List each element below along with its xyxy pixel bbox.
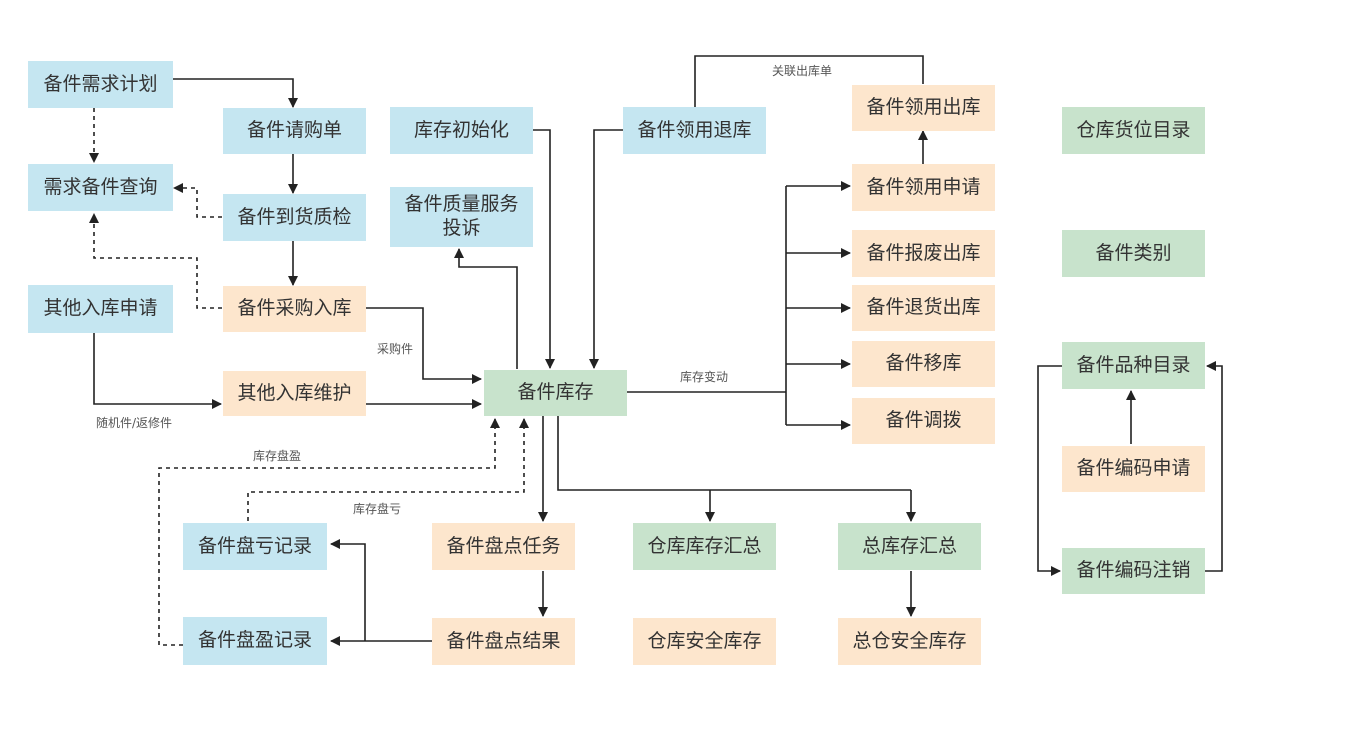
edge-cancel-to-variety (1205, 361, 1223, 572)
node-wh-safety[interactable]: 仓库安全库存 (633, 618, 776, 665)
edge-variety-to-cancel (1037, 365, 1062, 576)
edge-plan-to-purchase-order (173, 78, 298, 108)
node-quality-complaint[interactable]: 备件质量服务投诉 (390, 187, 533, 247)
node-variety-dir[interactable]: 备件品种目录 (1062, 342, 1205, 389)
label-random-repair: 随机件/返修件 (96, 416, 173, 430)
edge-purchase-in-to-query (89, 213, 222, 309)
edge-other-apply-to-maint (93, 333, 222, 409)
node-category[interactable]: 备件类别 (1062, 230, 1205, 277)
node-return-use[interactable]: 备件领用退库 (623, 107, 766, 154)
node-issue-apply[interactable]: 备件领用申请 (852, 164, 995, 211)
node-stock-init[interactable]: 库存初始化 (390, 107, 533, 154)
node-return-goods-out[interactable]: 备件退货出库 (852, 285, 995, 331)
edge-gain-to-stock (158, 418, 500, 646)
edge-inspect-to-query (173, 183, 222, 218)
edge-stock-to-complaint (454, 248, 518, 369)
node-arrival-inspect[interactable]: 备件到货质检 (223, 194, 366, 241)
node-total-safety[interactable]: 总仓安全库存 (838, 618, 981, 665)
node-other-in-maint[interactable]: 其他入库维护 (223, 371, 366, 416)
label-link-out: 关联出库单 (772, 64, 833, 78)
node-code-apply[interactable]: 备件编码申请 (1062, 446, 1205, 492)
node-req-plan[interactable]: 备件需求计划 (28, 61, 173, 108)
node-stock[interactable]: 备件库存 (484, 370, 627, 416)
edge-return-use-link-out (694, 55, 924, 107)
label-stock-loss: 库存盘亏 (353, 502, 402, 516)
node-loss-record[interactable]: 备件盘亏记录 (183, 523, 327, 570)
node-gain-record[interactable]: 备件盘盈记录 (183, 617, 327, 665)
node-req-query[interactable]: 需求备件查询 (28, 164, 173, 211)
label-stock-gain: 库存盘盈 (253, 449, 302, 463)
label-purchase-item: 采购件 (377, 342, 414, 356)
node-wh-stock-sum[interactable]: 仓库库存汇总 (633, 523, 776, 570)
node-issue-out[interactable]: 备件领用出库 (852, 85, 995, 131)
node-purchase-order[interactable]: 备件请购单 (223, 108, 366, 154)
node-other-in-apply[interactable]: 其他入库申请 (28, 285, 173, 333)
node-scrap-out[interactable]: 备件报废出库 (852, 230, 995, 277)
edge-init-to-stock (533, 129, 555, 369)
node-move[interactable]: 备件移库 (852, 341, 995, 387)
node-location-dir[interactable]: 仓库货位目录 (1062, 107, 1205, 154)
node-count-task[interactable]: 备件盘点任务 (432, 523, 575, 570)
node-code-cancel[interactable]: 备件编码注销 (1062, 548, 1205, 594)
node-count-result[interactable]: 备件盘点结果 (432, 618, 575, 665)
label-stock-change: 库存变动 (680, 370, 729, 384)
edge-purchase-in-to-stock (366, 307, 482, 384)
node-total-stock-sum[interactable]: 总库存汇总 (838, 523, 981, 570)
node-purchase-in[interactable]: 备件采购入库 (223, 286, 366, 332)
edge-stock-to-summaries (557, 416, 911, 491)
node-transfer[interactable]: 备件调拨 (852, 398, 995, 444)
edge-return-use-to-stock (589, 129, 623, 369)
edge-result-to-loss (330, 539, 366, 641)
